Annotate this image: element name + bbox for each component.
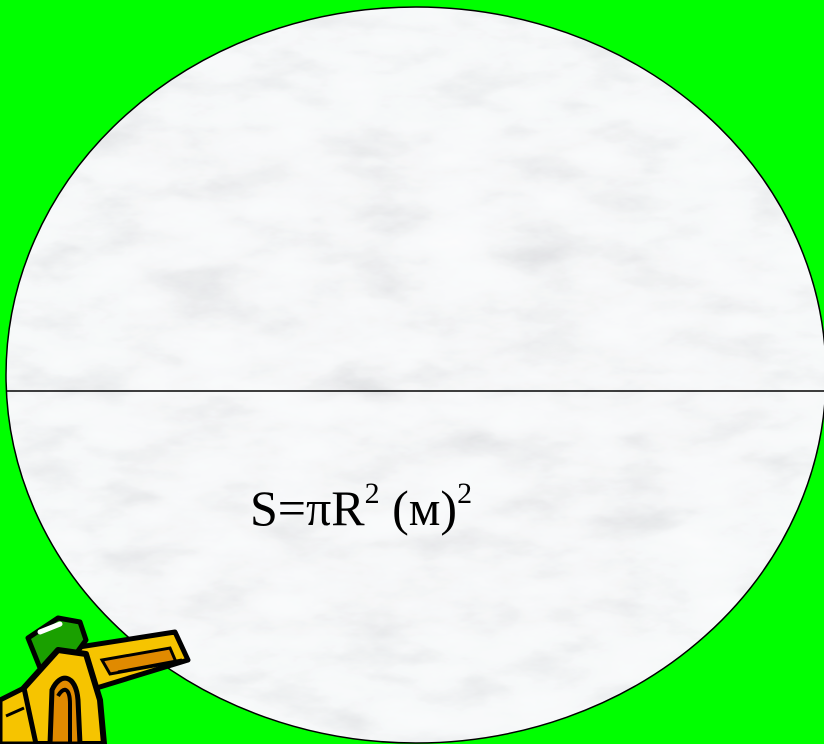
formula-main: S=πR (250, 480, 365, 536)
disk-outline (5, 6, 824, 744)
area-formula: S=πR2 (м)2 (250, 478, 472, 538)
formula-exponent-unit: 2 (457, 477, 473, 510)
pencil-clipart-icon (0, 615, 191, 744)
formula-exponent-radius: 2 (364, 477, 380, 510)
formula-unit: (м) (379, 480, 458, 536)
